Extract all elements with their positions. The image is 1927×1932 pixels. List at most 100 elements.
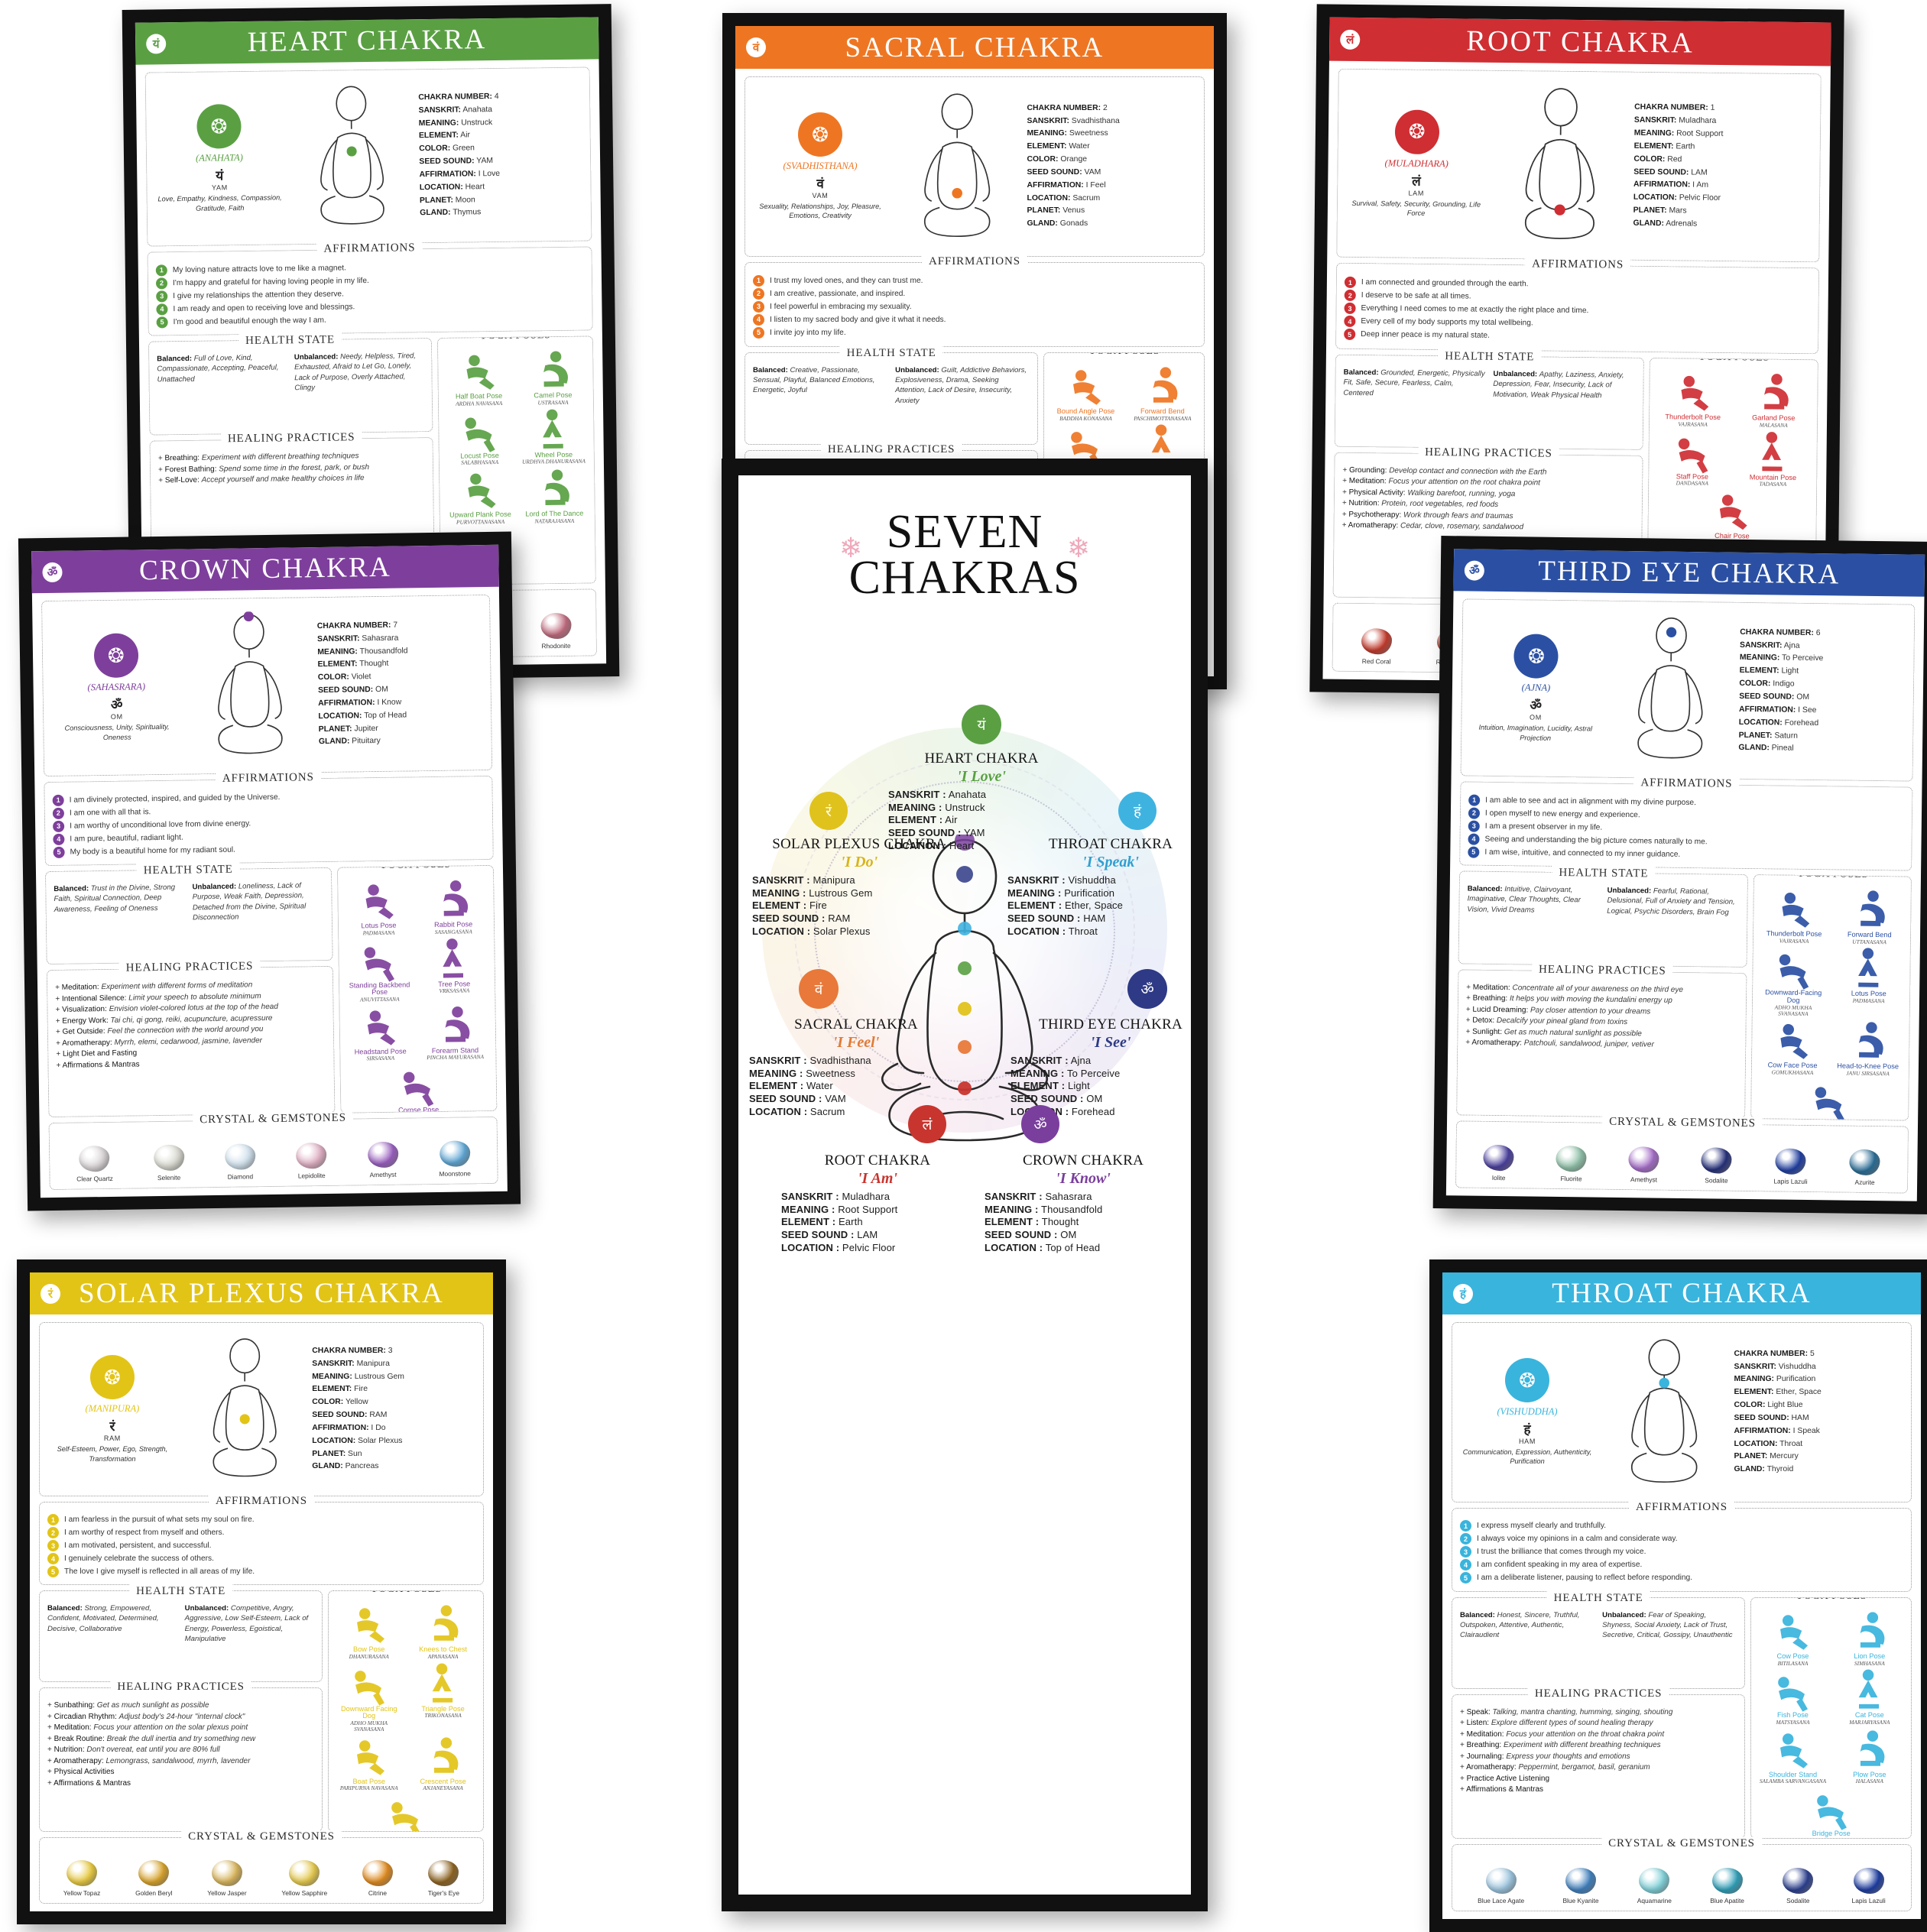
poster-thirdeye[interactable]: ॐ THIRD EYE CHAKRA ❂ (AJNA) ॐ OM Intuiti… xyxy=(1433,536,1927,1214)
gemstone-name: Lepidolite xyxy=(297,1172,327,1180)
gemstone-name: Amethyst xyxy=(1628,1175,1659,1183)
healing-item: + Breathing: Experiment with different b… xyxy=(1460,1740,1737,1751)
healing-key: Meditation: xyxy=(1473,983,1510,992)
symbol-glyph: यं xyxy=(977,715,985,734)
chakra-name: THIRD EYE CHAKRA xyxy=(1011,1016,1191,1033)
poster-title: SACRAL CHAKRA xyxy=(845,31,1105,64)
poster-seven-chakras[interactable]: ❄ ❄ SEVEN CHAKRAS xyxy=(722,459,1208,1911)
symbol-glyph: लं xyxy=(923,1114,933,1134)
healing-value: Focus your attention on the solar plexus… xyxy=(93,1723,248,1732)
healing-item: + Physical Activities xyxy=(47,1767,314,1778)
yoga-pose: Forward Bend UTTANASANA xyxy=(1835,888,1904,945)
poster-inner: ॐ CROWN CHAKRA ❂ (SAHASRARA) ॐ OM Consci… xyxy=(31,545,508,1198)
gemstone: Lepidolite xyxy=(296,1143,327,1180)
chakra-symbol-heart: यं xyxy=(962,705,1001,744)
yoga-poses-panel: YOGA POSES Thunderbolt Pose VAJRASANA Fo… xyxy=(1750,874,1912,1120)
healing-value: Accept yourself and make healthy choices… xyxy=(202,474,365,485)
section-title-health: HEALTH STATE xyxy=(1552,865,1655,882)
value: Manipura xyxy=(813,874,855,886)
gemstone: Fluorite xyxy=(1556,1146,1587,1182)
healing-value: Explore different types of sound healing… xyxy=(1491,1719,1653,1727)
healing-practices-panel: HEALING PRACTICES + Speak: Talking, mant… xyxy=(1452,1694,1745,1839)
value: Light xyxy=(1068,1080,1090,1091)
healing-key: Meditation: xyxy=(54,1723,92,1732)
healing-value: Focus your attention on the throat chakr… xyxy=(1506,1730,1664,1739)
sanskrit-name: (MANIPURA) xyxy=(86,1403,140,1415)
row-sanskrit: SANSKRIT : Svadhisthana xyxy=(749,1055,963,1068)
row-element: ELEMENT : Water xyxy=(749,1080,963,1093)
yoga-pose: Extended Child's Pose UTTHITA BALASANA xyxy=(1796,1079,1864,1121)
pose-sanskrit: MATSYASANA xyxy=(1758,1720,1827,1726)
chakra-mandala-icon: ❂ xyxy=(90,1355,135,1399)
section-title-health: HEALTH STATE xyxy=(840,345,943,361)
affirmation-number: 5 xyxy=(753,327,764,339)
yoga-pose: Half Boat Pose ARDHA NAVASANA xyxy=(445,350,512,407)
gemstone: Iolite xyxy=(1484,1145,1515,1182)
gemstone-image xyxy=(296,1143,326,1169)
affirmations-panel: AFFIRMATIONS 1 I express myself clearly … xyxy=(1452,1508,1912,1592)
row-element: ELEMENT : Light xyxy=(1011,1080,1191,1093)
row-element: ELEMENT : Earth xyxy=(781,1216,974,1229)
affirmation-text: I deserve to be safe at all times. xyxy=(1361,291,1471,301)
seed-romanized: LAM xyxy=(1408,189,1424,196)
label: MEANING : xyxy=(749,1068,803,1079)
pose-sanskrit: PURVOTTANASANA xyxy=(447,518,514,525)
section-title-healing: HEALING PRACTICES xyxy=(1528,1687,1669,1700)
gemstone-name: Sodalite xyxy=(1783,1897,1813,1904)
affirmation-text: Every cell of my body supports my total … xyxy=(1361,317,1533,327)
gemstone-name: Sodalite xyxy=(1701,1176,1731,1184)
gemstone-name: Golden Beryl xyxy=(135,1889,172,1897)
sanskrit-name: (MULADHARA) xyxy=(1384,157,1448,170)
healing-key: Forest Bathing: xyxy=(165,465,217,474)
value: Thousandfold xyxy=(1041,1204,1102,1215)
healing-key: Aromatherapy: xyxy=(1466,1763,1517,1772)
gemstone: Yellow Topaz xyxy=(63,1860,100,1897)
affirmation-number: 4 xyxy=(753,314,764,326)
seed-devanagari: रं xyxy=(109,1417,115,1434)
healing-item: + Listen: Explore different types of sou… xyxy=(1460,1718,1737,1729)
label: MEANING : xyxy=(1011,1068,1065,1079)
figure-column xyxy=(182,1330,307,1489)
body-silhouette xyxy=(186,611,315,761)
yoga-pose: Lion Pose SIMHASANA xyxy=(1835,1610,1904,1666)
poster-throat[interactable]: हं THROAT CHAKRA ❂ (VISHUDDHA) हं HAM Co… xyxy=(1429,1259,1927,1932)
keywords: Sexuality, Relationships, Joy, Pleasure,… xyxy=(753,202,887,221)
healing-item: + Break Routine: Break the dull inertia … xyxy=(47,1734,314,1745)
healing-value: Don't overeat, eat until you are 80% ful… xyxy=(86,1746,219,1754)
gemstone-image xyxy=(1776,1148,1806,1174)
healing-key: Grounding: xyxy=(1349,466,1387,475)
info-row-gland: GLAND: Gonads xyxy=(1027,218,1196,231)
yoga-pose: Bridge Pose SETU BANDHASANA xyxy=(1796,1788,1865,1839)
affirmation-text: Deep inner peace is my natural state. xyxy=(1361,330,1490,340)
yoga-pose: Lotus Pose PADMASANA xyxy=(345,880,413,937)
pose-sanskrit: TRIKONASANA xyxy=(410,1713,476,1719)
value: OM xyxy=(1086,1093,1102,1104)
row-sanskrit: SANSKRIT : Vishuddha xyxy=(1007,874,1191,887)
value: Pelvic Floor xyxy=(842,1242,895,1253)
pose-sanskrit: ARDHA NAVASANA xyxy=(446,400,512,407)
section-title-healing: HEALING PRACTICES xyxy=(221,431,362,446)
pose-sanskrit: BADDHA KONASANA xyxy=(1051,416,1120,422)
affirmation-text: I am motivated, persistent, and successf… xyxy=(64,1541,212,1550)
section-title-poses: YOGA POSES xyxy=(1082,352,1167,358)
healing-practices-panel: HEALING PRACTICES + Meditation: Experime… xyxy=(47,966,335,1117)
gemstone-name: Blue Lace Agate xyxy=(1478,1897,1524,1904)
row-meaning: MEANING : To Perceive xyxy=(1011,1068,1191,1081)
row-seed: SEED SOUND : RAM xyxy=(752,913,966,925)
affirmation-text: I genuinely celebrate the success of oth… xyxy=(64,1554,214,1563)
gemstone-image xyxy=(289,1860,320,1886)
poster-crown[interactable]: ॐ CROWN CHAKRA ❂ (SAHASRARA) ॐ OM Consci… xyxy=(18,532,521,1211)
info-row-chakra-number: CHAKRA NUMBER: 3 xyxy=(312,1345,475,1358)
seed-syllable-badge: वं xyxy=(746,37,766,57)
figure-column xyxy=(288,76,416,237)
crystals-panel: CRYSTAL & GEMSTONES Yellow Topaz Golden … xyxy=(39,1837,484,1904)
chakra-motto: 'I Feel' xyxy=(749,1034,963,1052)
poster-body: ❂ (AJNA) ॐ OM Intuition, Imagination, Lu… xyxy=(1446,591,1925,1201)
poster-solar[interactable]: रं SOLAR PLEXUS CHAKRA ❂ (MANIPURA) रं R… xyxy=(17,1259,506,1924)
gemstone-name: Yellow Jasper xyxy=(207,1889,246,1897)
pose-sanskrit: SETU BANDHASANA xyxy=(1796,1838,1865,1839)
affirmation-item: 2 I always voice my opinions in a calm a… xyxy=(1460,1533,1903,1545)
health-balanced: Balanced: Honest, Sincere, Truthful, Out… xyxy=(1460,1610,1594,1681)
value: RAM xyxy=(828,913,850,924)
